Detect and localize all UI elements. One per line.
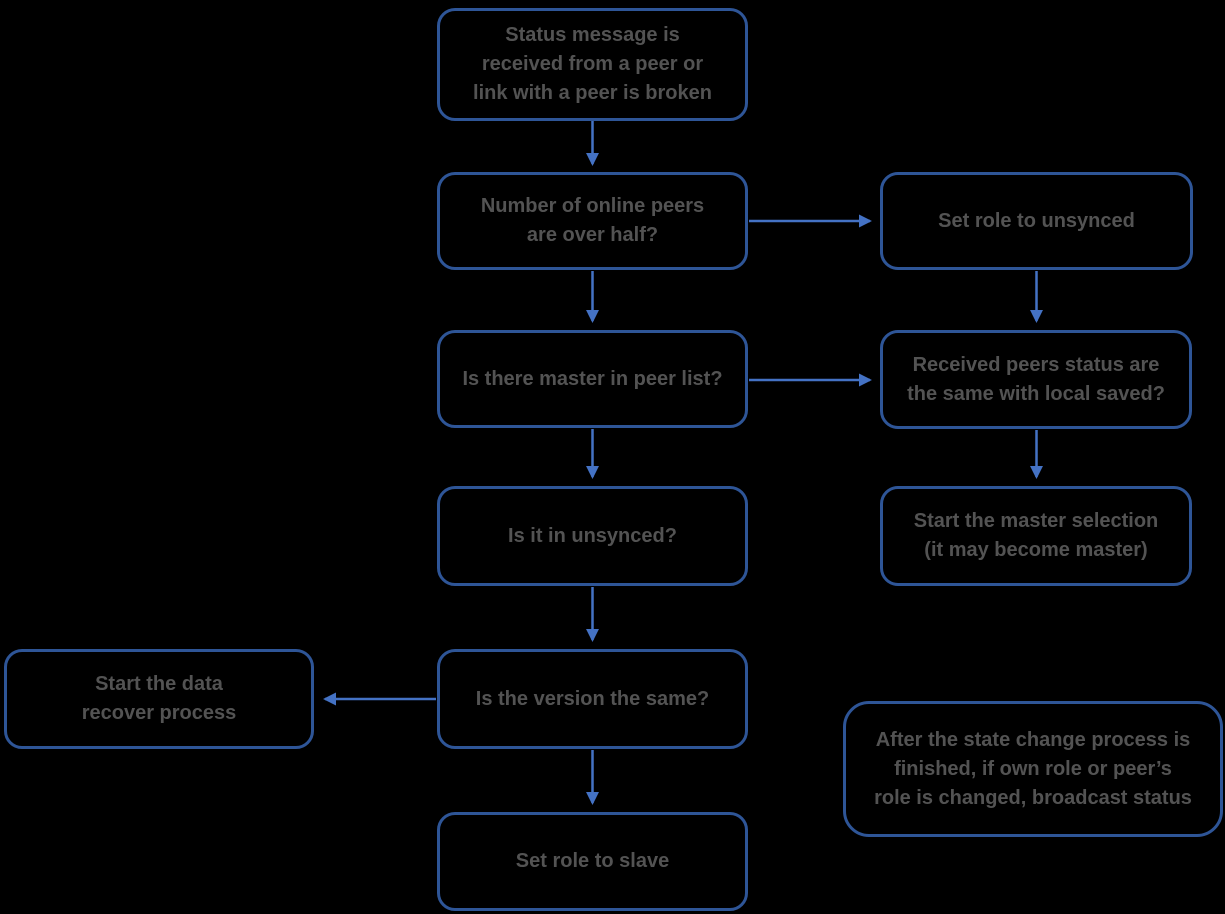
node-broadcast-note: After the state change process is finish…	[843, 701, 1223, 837]
node-set-role-unsynced: Set role to unsynced	[880, 172, 1193, 270]
node-status-received: Status message is received from a peer o…	[437, 8, 748, 121]
node-peers-status-same: Received peers status are the same with …	[880, 330, 1192, 429]
node-is-in-unsynced: Is it in unsynced?	[437, 486, 748, 586]
node-set-role-slave: Set role to slave	[437, 812, 748, 911]
node-master-in-peer-list: Is there master in peer list?	[437, 330, 748, 428]
node-start-master-selection: Start the master selection (it may becom…	[880, 486, 1192, 586]
node-start-data-recover: Start the data recover process	[4, 649, 314, 749]
node-version-same: Is the version the same?	[437, 649, 748, 749]
node-peers-over-half: Number of online peers are over half?	[437, 172, 748, 270]
